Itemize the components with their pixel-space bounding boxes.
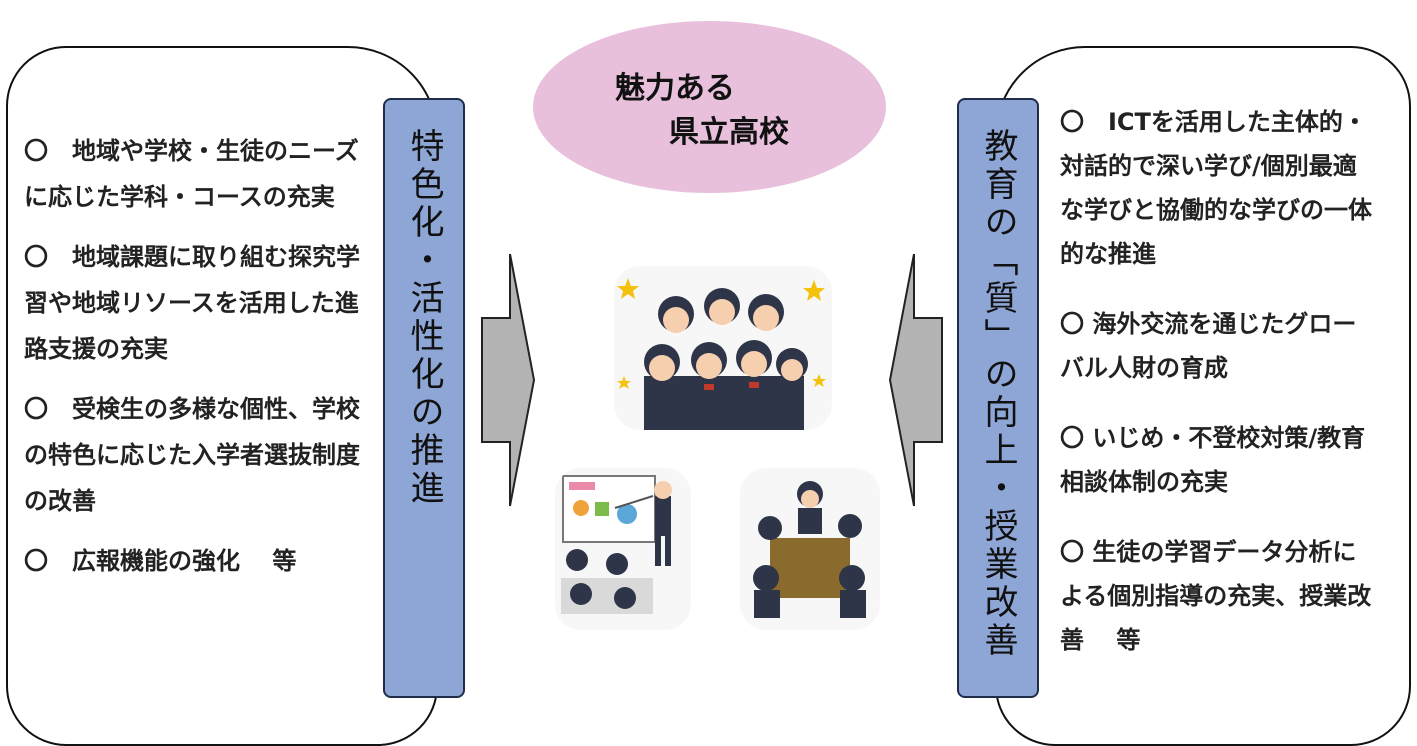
right-item: 〇 ICTを活用した主体的・対話的で深い学び/個別最適な学びと協働的な学びの一体…	[1060, 108, 1372, 268]
right-panel	[995, 46, 1411, 746]
right-item-list: 〇 ICTを活用した主体的・対話的で深い学び/個別最適な学びと協働的な学びの一体…	[1060, 100, 1380, 688]
right-item: 〇 いじめ・不登校対策/教育相談体制の充実	[1060, 424, 1366, 496]
center-title-line2: 県立高校	[669, 115, 789, 150]
right-category-label: 教育の「質」の向上・授業改善	[978, 128, 1018, 660]
left-item: 〇 広報機能の強化 等	[24, 547, 297, 575]
right-category-bar: 教育の「質」の向上・授業改善	[957, 98, 1039, 698]
right-pointing-arrow-icon	[481, 253, 536, 507]
group-discussion-icon	[753, 481, 866, 618]
classroom-presentation-icon	[561, 475, 672, 614]
group-discussion-illustration	[740, 468, 880, 630]
cheering-students-icon	[617, 278, 826, 430]
center-title-ellipse: 魅力ある 県立高校	[533, 21, 886, 193]
left-category-label: 特色化・活性化の推進	[404, 128, 444, 508]
classroom-presentation-illustration	[555, 468, 691, 630]
center-title-line1: 魅力ある	[615, 71, 735, 106]
left-item: 〇 地域や学校・生徒のニーズに応じた学科・コースの充実	[24, 137, 359, 211]
left-item: 〇 受検生の多様な個性、学校の特色に応じた入学者選抜制度の改善	[24, 395, 360, 515]
right-item: 〇 生徒の学習データ分析による個別指導の充実、授業改善 等	[1060, 538, 1372, 654]
left-panel	[6, 46, 438, 746]
left-item-list: 〇 地域や学校・生徒のニーズに応じた学科・コースの充実 〇 地域課題に取り組む探…	[24, 128, 374, 598]
left-category-bar: 特色化・活性化の推進	[383, 98, 465, 698]
left-item: 〇 地域課題に取り組む探究学習や地域リソースを活用した進路支援の充実	[24, 243, 360, 363]
cheering-students-illustration	[614, 266, 832, 430]
left-pointing-arrow-icon	[888, 253, 943, 507]
right-item: 〇 海外交流を通じたグローバル人財の育成	[1060, 310, 1357, 382]
